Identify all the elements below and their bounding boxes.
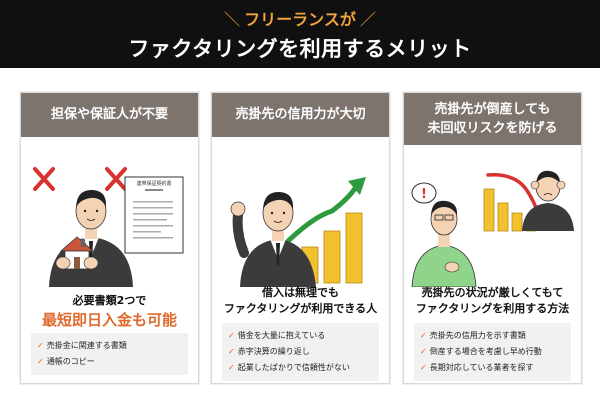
- card-heading: 売掛先が倒産しても 未回収リスクを防げる: [404, 93, 581, 145]
- cross-icon: [105, 167, 127, 191]
- cross-icon: [33, 167, 55, 191]
- banner-title: ファクタリングを利用するメリット: [128, 37, 472, 61]
- list-item: ✓通帳のコピー: [37, 357, 95, 366]
- borrower-conditions-list: ✓借金を大量に抱えている ✓赤字決算の繰り返し ✓起業したばかりで信頼性がない: [222, 323, 379, 381]
- check-icon: ✓: [420, 363, 427, 372]
- card-creditworthiness: 売掛先の信用力が大切: [211, 92, 390, 384]
- card-caption: 必要書類2つで: [72, 294, 147, 307]
- check-icon: ✓: [420, 331, 427, 340]
- required-documents-list: ✓売掛金に関連する書類 ✓通帳のコピー: [31, 333, 188, 375]
- businessman-figure: [230, 191, 316, 287]
- bankruptcy-illustration-svg: !: [411, 170, 574, 288]
- card-bankruptcy-protection: 売掛先が倒産しても 未回収リスクを防げる: [403, 92, 582, 384]
- list-item: ✓売掛金に関連する書類: [37, 341, 127, 350]
- document-title: 連帯保証契約書: [136, 180, 171, 187]
- countermeasure-list: ✓売掛先の信用力を示す書類 ✓倒産する場合を考慮し早め行動 ✓長期対応している業…: [414, 323, 571, 381]
- arrow-head-icon: [348, 177, 366, 195]
- house-icon: [55, 236, 99, 270]
- check-icon: ✓: [228, 331, 235, 340]
- card-heading: 担保や保証人が不要: [21, 93, 198, 137]
- slash-left-icon: ＼: [224, 10, 241, 29]
- businessman-figure: [49, 189, 133, 287]
- check-icon: ✓: [420, 347, 427, 356]
- check-icon: ✓: [228, 347, 235, 356]
- growth-illustration-svg: [230, 177, 366, 287]
- banner-subtitle: フリーランスが: [244, 10, 356, 29]
- businessman-house-svg: 連帯保証契約書: [33, 167, 184, 287]
- check-icon: ✓: [37, 341, 44, 350]
- card-caption: 借入は無理でも ファクタリングが利用できる人: [223, 286, 378, 315]
- illustration-bankruptcy: !: [404, 149, 581, 288]
- list-item: ✓長期対応している業者を探す: [420, 363, 534, 372]
- card-heading: 売掛先の信用力が大切: [212, 93, 389, 137]
- worried-businessman-figure: [522, 170, 574, 231]
- illustration-growth-chart: [212, 143, 389, 287]
- contract-document-icon: [124, 176, 184, 254]
- slash-right-icon: ／: [359, 10, 376, 29]
- card-highlight: 最短即日入金も可能: [41, 311, 177, 329]
- check-icon: ✓: [37, 357, 44, 366]
- list-item: ✓起業したばかりで信頼性がない: [228, 363, 350, 372]
- list-item: ✓借金を大量に抱えている: [228, 331, 326, 340]
- list-item: ✓赤字決算の繰り返し: [228, 347, 310, 356]
- growth-arrow-icon: [279, 184, 359, 250]
- title-banner: ＼フリーランスが／ ファクタリングを利用するメリット: [0, 0, 600, 68]
- exclamation-bubble-icon: [411, 182, 437, 204]
- card-no-collateral: 担保や保証人が不要 連帯保証契約書: [20, 92, 199, 384]
- illustration-businessman-house: 連帯保証契約書: [21, 145, 198, 287]
- exclamation-mark: !: [421, 187, 427, 202]
- freelancer-figure: [411, 200, 477, 288]
- check-icon: ✓: [228, 363, 235, 372]
- decline-arrow-icon: [486, 173, 540, 215]
- list-item: ✓倒産する場合を考慮し早め行動: [420, 347, 542, 356]
- list-item: ✓売掛先の信用力を示す書類: [420, 331, 526, 340]
- banner-subtitle-row: ＼フリーランスが／: [0, 6, 600, 30]
- card-caption: 売掛先の状況が厳しくてもて ファクタリングを利用する方法: [415, 286, 570, 315]
